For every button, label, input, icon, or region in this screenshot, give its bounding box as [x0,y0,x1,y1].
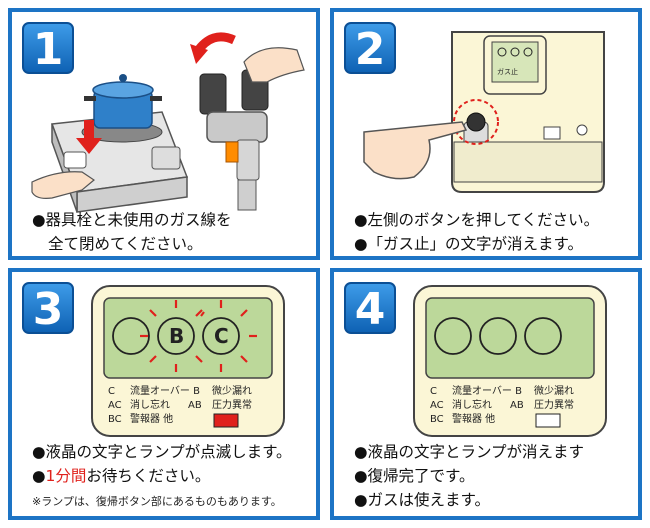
legend: C 流量オーバー B 微少漏れ AC 消し忘れ AB 圧力異常 BC 警報器 他 [108,384,252,425]
footnote: ※ランプは、復帰ボタン部にあるものもあります。 [32,495,282,508]
step-1-illustration [31,32,305,213]
step-4-illustration: C 流量オーバー B 微少漏れ AC 消し忘れ AB 圧力異常 BC 警報器 他 [413,285,607,437]
step-2-instructions: ●左側のボタンを押してください。 ●「ガス止」の文字が消えます。 [354,208,599,256]
step-number: 1 [22,22,74,75]
lamp-b-icon [140,300,203,372]
instruction-line: ●復帰完了です。 [354,467,475,485]
warning-lamp-icon [213,413,239,428]
meter-display-icon [91,285,285,437]
lamp-a-icon [112,317,150,355]
instruction-line: ●「ガス止」の文字が消えます。 [354,235,583,253]
display-label: ガス止 [497,67,518,76]
down-arrow-icon [76,120,102,154]
step-1-panel: 1 ●器具栓と未使用のガス線を 全て閉めてください。 [8,8,320,260]
legend-code: AC [108,400,122,411]
step-number: 4 [344,282,396,335]
step-3-instructions: ●液晶の文字とランプが点滅します。 ●1分間お待ちください。 ※ランプは、復帰ボ… [32,440,292,514]
legend-text: 圧力異常 [212,398,252,411]
lamp-letter: B [169,324,184,348]
step-number: 3 [22,282,74,335]
legend-text: 微少漏れ [534,384,574,397]
legend-text: 微少漏れ [212,384,252,397]
step-3-panel: B C C 流量オーバー B 微少漏れ AC 消し忘れ AB 圧力異常 BC 警… [8,268,320,520]
rotate-arrow-icon [190,32,236,64]
legend-text: 警報器 他 [452,412,495,425]
legend-text: 警報器 他 [130,412,173,425]
bullet: ● [32,443,46,461]
legend-text: 消し忘れ [452,398,492,411]
legend-text: 圧力異常 [534,398,574,411]
legend-code: BC [108,414,122,425]
legend-code: AB [188,400,202,411]
gas-meter-icon [451,31,605,193]
instruction-line: ●器具栓と未使用のガス線を [32,211,232,229]
legend-code: AC [430,400,444,411]
instruction-line: 全て閉めてください。 [48,235,203,253]
legend-code: C [108,386,115,397]
step-4-instructions: ●液晶の文字とランプが消えます ●復帰完了です。 ●ガスは使えます。 [354,440,584,512]
instruction-line: ●液晶の文字とランプが消えます [354,443,585,461]
lamp-c-icon [524,317,562,355]
instruction-line: ●液晶の文字とランプが点滅します。 [32,440,292,464]
pot-icon [84,74,162,129]
highlight-text: 1分間 [45,467,87,485]
lamp-c-icon [200,300,257,372]
step-2-illustration: ガス止 [363,31,605,193]
instruction-line: ●1分間お待ちください。 [32,464,292,488]
step-1-instructions: ●器具栓と未使用のガス線を 全て閉めてください。 [32,208,232,256]
lamp-letter: C [214,324,229,348]
step-2-panel: ガス止 2 ●左側のボタンを押してください。 ●「ガス止」の文字が消えます。 [330,8,642,260]
legend-code: BC [430,414,444,425]
step-3-illustration: B C C 流量オーバー B 微少漏れ AC 消し忘れ AB 圧力異常 BC 警… [91,285,285,437]
legend-text: 流量オーバー B [452,384,522,397]
hand-on-valve-icon [243,47,305,83]
instruction-line: ●左側のボタンを押してください。 [354,211,600,229]
step-4-panel: C 流量オーバー B 微少漏れ AC 消し忘れ AB 圧力異常 BC 警報器 他… [330,268,642,520]
pointing-hand-icon [363,121,468,180]
legend-code: AB [510,400,524,411]
meter-display-icon [413,285,607,437]
warning-lamp-off-icon [535,413,561,428]
reset-button-icon[interactable] [453,99,499,145]
gas-valve-icon [199,69,269,211]
instruction-text: お待ちください。 [86,467,211,485]
hand-icon [31,171,96,199]
step-number: 2 [344,22,396,75]
lamp-b-icon [479,317,517,355]
instruction-text: 液晶の文字とランプが点滅します。 [45,443,292,461]
lamp-a-icon [434,317,472,355]
instruction-line: ●ガスは使えます。 [354,491,490,509]
legend: C 流量オーバー B 微少漏れ AC 消し忘れ AB 圧力異常 BC 警報器 他 [430,384,574,425]
legend-code: C [430,386,437,397]
legend-text: 消し忘れ [130,398,170,411]
legend-text: 流量オーバー B [130,384,200,397]
bullet: ● [32,467,46,485]
